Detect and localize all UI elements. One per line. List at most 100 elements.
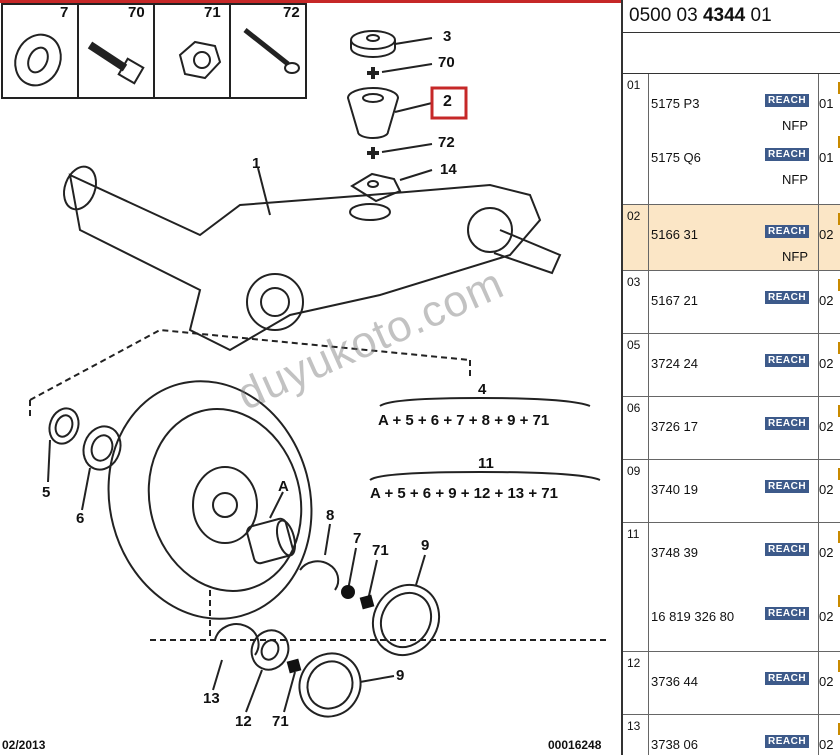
reach-badge: REACH xyxy=(765,735,810,748)
row-index: 12 xyxy=(623,652,649,714)
reach-badge: REACH xyxy=(765,225,810,238)
cut-off-marker xyxy=(838,531,840,543)
column-divider xyxy=(818,74,819,204)
thumb-label: 70 xyxy=(128,4,145,21)
callout-12[interactable]: 12 xyxy=(235,713,252,730)
part-number-suffix: 01 xyxy=(745,5,772,26)
cut-off-marker xyxy=(838,82,840,94)
callout-4[interactable]: 4 xyxy=(478,381,487,398)
column-divider xyxy=(818,205,819,270)
reach-badge: REACH xyxy=(765,291,810,304)
row-index: 09 xyxy=(623,460,649,522)
cut-off-marker xyxy=(838,595,840,607)
part-reference[interactable]: 5175 Q6 xyxy=(651,150,701,165)
callout-7[interactable]: 7 xyxy=(353,530,362,547)
callout-8[interactable]: 8 xyxy=(326,507,335,524)
thumb-label: 72 xyxy=(283,4,300,21)
part-reference[interactable]: 5167 21 xyxy=(651,293,698,308)
reach-badge: REACH xyxy=(765,94,810,107)
callout-71[interactable]: 71 xyxy=(272,713,289,730)
part-reference[interactable]: 3736 44 xyxy=(651,674,698,689)
reach-badge: REACH xyxy=(765,148,810,161)
reach-badge: REACH xyxy=(765,672,810,685)
column-divider xyxy=(818,715,819,755)
row-index: 05 xyxy=(623,334,649,396)
reach-badge: REACH xyxy=(765,480,810,493)
part-reference[interactable]: 3724 24 xyxy=(651,356,698,371)
part-number-bold: 4344 xyxy=(702,5,746,26)
quantity: 02 xyxy=(819,227,834,242)
quantity: 02 xyxy=(819,419,834,434)
thumb-label: 7 xyxy=(60,4,69,21)
quantity: 02 xyxy=(819,293,834,308)
callout-6[interactable]: 6 xyxy=(76,510,85,527)
cut-off-marker xyxy=(838,660,840,672)
diagram-code: 00016248 xyxy=(548,738,602,752)
quantity: 02 xyxy=(819,356,834,371)
part-reference[interactable]: 3748 39 xyxy=(651,545,698,560)
column-divider xyxy=(818,271,819,333)
row-index: 03 xyxy=(623,271,649,333)
callout-2-selected[interactable]: 2 xyxy=(443,93,452,110)
quantity: 02 xyxy=(819,737,834,752)
callout-14[interactable]: 14 xyxy=(440,161,457,178)
part-reference[interactable]: 3740 19 xyxy=(651,482,698,497)
row-index: 06 xyxy=(623,397,649,459)
formula-11: A + 5 + 6 + 9 + 12 + 13 + 71 xyxy=(370,485,558,502)
quantity: 02 xyxy=(819,482,834,497)
cut-off-marker xyxy=(838,213,840,225)
part-reference[interactable]: 16 819 326 80 xyxy=(651,609,735,624)
column-divider xyxy=(818,460,819,522)
callout-9[interactable]: 9 xyxy=(396,667,405,684)
formula-4: A + 5 + 6 + 7 + 8 + 9 + 71 xyxy=(378,412,550,429)
nfp-label: NFP xyxy=(782,249,808,264)
column-divider xyxy=(818,397,819,459)
nfp-label: NFP xyxy=(782,172,808,187)
part-reference[interactable]: 5175 P3 xyxy=(651,96,700,111)
callout-72[interactable]: 72 xyxy=(438,134,455,151)
exploded-parts-diagram: 7 70 71 72 3 70 2 72 14 1 4 A + 5 + 6 + … xyxy=(0,0,621,752)
column-divider xyxy=(818,652,819,714)
cut-off-marker xyxy=(838,405,840,417)
cut-off-marker xyxy=(838,279,840,291)
quantity: 02 xyxy=(819,674,834,689)
callout-9[interactable]: 9 xyxy=(421,537,430,554)
callout-11[interactable]: 11 xyxy=(478,455,494,472)
callout-13[interactable]: 13 xyxy=(203,690,220,707)
part-reference[interactable]: 5166 31 xyxy=(651,227,698,242)
thumb-label: 71 xyxy=(204,4,221,21)
header-blank-row xyxy=(623,33,840,74)
callout-5[interactable]: 5 xyxy=(42,484,51,501)
row-index: 01 xyxy=(623,74,649,204)
quantity: 01 xyxy=(819,96,834,111)
callout-A[interactable]: A xyxy=(278,478,289,495)
reach-badge: REACH xyxy=(765,607,810,620)
callout-1[interactable]: 1 xyxy=(252,155,261,172)
part-reference[interactable]: 3738 06 xyxy=(651,737,698,752)
diagram-date: 02/2013 xyxy=(2,738,46,752)
column-divider xyxy=(818,334,819,396)
row-index: 02 xyxy=(623,205,649,270)
quantity: 02 xyxy=(819,545,834,560)
callout-3[interactable]: 3 xyxy=(443,28,452,45)
diagram-drawing xyxy=(1,3,610,718)
callout-70[interactable]: 70 xyxy=(438,54,455,71)
cut-off-marker xyxy=(838,723,840,735)
cut-off-marker xyxy=(838,468,840,480)
cut-off-marker xyxy=(838,136,840,148)
part-number-header: 0500 03 4344 01 xyxy=(623,0,840,33)
reach-badge: REACH xyxy=(765,354,810,367)
reach-badge: REACH xyxy=(765,417,810,430)
part-reference[interactable]: 3726 17 xyxy=(651,419,698,434)
callout-71[interactable]: 71 xyxy=(372,542,389,559)
